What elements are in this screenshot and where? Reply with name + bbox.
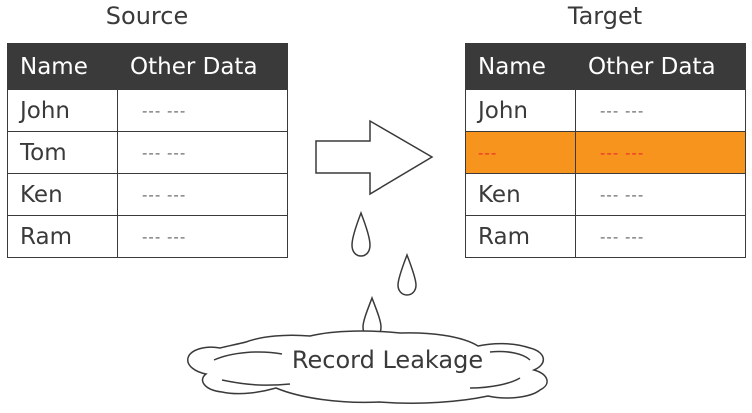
source-table: Name Other Data John --- --- Tom --- ---… <box>7 43 288 258</box>
column-header-name: Name <box>7 43 118 90</box>
cell-name: Ram <box>7 215 118 258</box>
cell-name: Ram <box>465 215 576 258</box>
leaked-row: --- --- --- <box>465 131 746 174</box>
table-row: Ken --- --- <box>465 173 746 216</box>
cell-name: --- <box>465 131 576 174</box>
cell-other-data: --- --- <box>575 173 746 216</box>
table-row: Ram --- --- <box>7 215 288 258</box>
column-header-other-data: Other Data <box>575 43 746 90</box>
cell-name: John <box>7 89 118 132</box>
table-header-row: Name Other Data <box>7 43 288 90</box>
table-row: Ram --- --- <box>465 215 746 258</box>
table-row: John --- --- <box>465 89 746 132</box>
table-row: Ken --- --- <box>7 173 288 216</box>
record-leakage-label: Record Leakage <box>291 346 484 374</box>
cell-other-data: --- --- <box>117 131 288 174</box>
target-caption: Target <box>567 2 643 30</box>
table-row: John --- --- <box>7 89 288 132</box>
cell-other-data: --- --- <box>575 215 746 258</box>
cell-other-data: --- --- <box>575 131 746 174</box>
column-header-other-data: Other Data <box>117 43 288 90</box>
table-header-row: Name Other Data <box>465 43 746 90</box>
puddle-inner-ripple <box>213 350 531 389</box>
target-table: Name Other Data John --- --- --- --- ---… <box>465 43 746 258</box>
cell-other-data: --- --- <box>117 215 288 258</box>
droplet-icon <box>397 252 417 296</box>
cell-other-data: --- --- <box>575 89 746 132</box>
column-header-name: Name <box>465 43 576 90</box>
droplet-icon <box>351 210 371 257</box>
cell-name: Ken <box>7 173 118 216</box>
cell-name: Tom <box>7 131 118 174</box>
table-row: Tom --- --- <box>7 131 288 174</box>
cell-name: Ken <box>465 173 576 216</box>
source-caption: Source <box>105 2 189 30</box>
cell-other-data: --- --- <box>117 173 288 216</box>
flow-arrow-icon <box>315 119 434 196</box>
cell-other-data: --- --- <box>117 89 288 132</box>
cell-name: John <box>465 89 576 132</box>
